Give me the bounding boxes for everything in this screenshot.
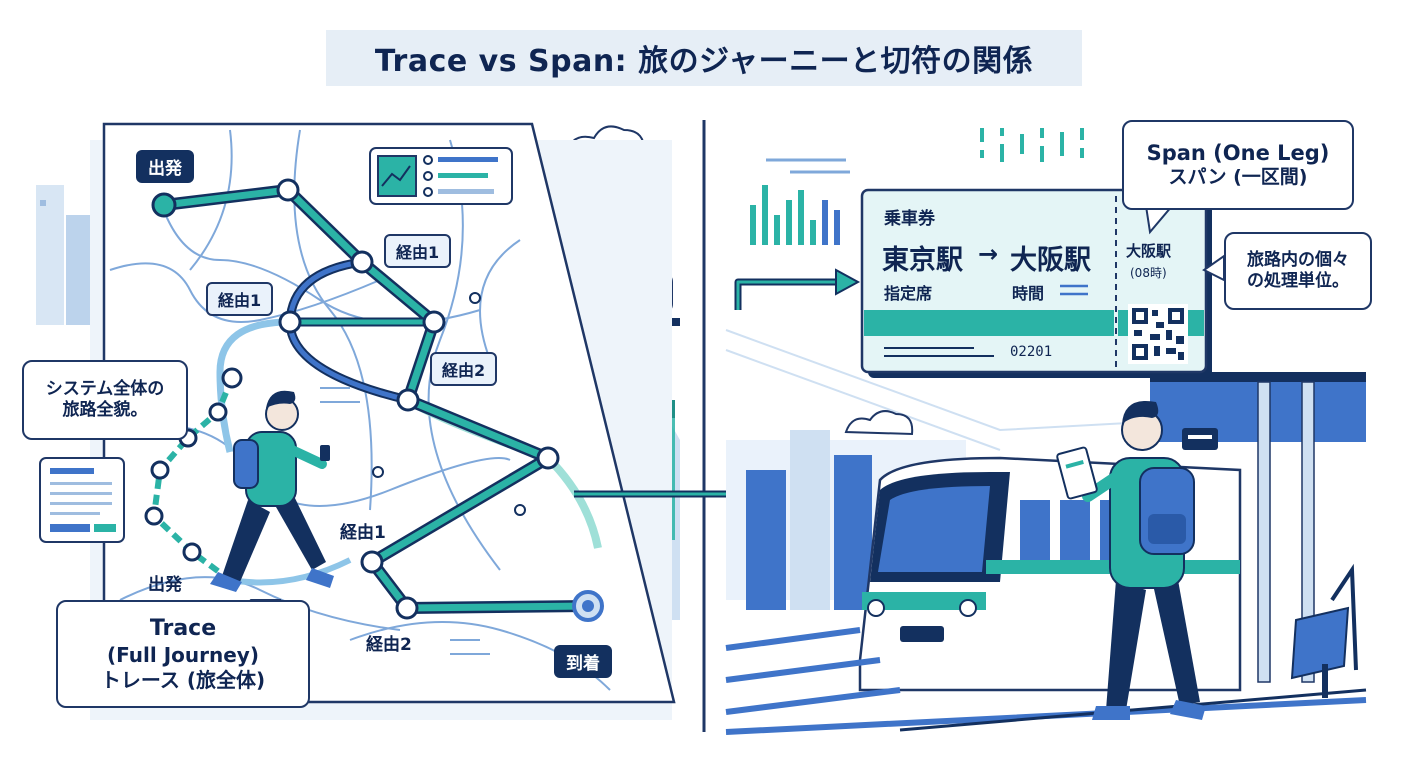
ticket-arrow: → xyxy=(978,240,998,268)
overview-note: システム全体の 旅路全貌。 xyxy=(22,360,188,440)
waypoint-label: 経由1 xyxy=(384,234,451,268)
waypoint-label: 経由2 xyxy=(366,630,412,655)
span-bubble-title: Span (One Leg) xyxy=(1124,140,1352,166)
unit-note-line2: の処理単位。 xyxy=(1226,271,1370,292)
ticket-number: 02201 xyxy=(1010,344,1052,360)
ticket-stub-time: (08時) xyxy=(1130,264,1167,281)
trace-bubble: Trace (Full Journey) トレース (旅全体) xyxy=(56,600,310,708)
trace-bubble-japanese: トレース (旅全体) xyxy=(58,668,308,693)
arrive-chip: 到着 xyxy=(554,645,612,678)
ticket-stub-station: 大阪駅 xyxy=(1126,240,1171,261)
ticket-seat: 指定席 xyxy=(884,280,932,304)
start-chip: 出発 xyxy=(136,150,194,183)
waypoint-label: 経由2 xyxy=(430,352,497,386)
ticket-type: 乗車券 xyxy=(884,204,935,229)
overview-note-line2: 旅路全貌。 xyxy=(24,400,186,421)
unit-note: 旅路内の個々 の処理単位。 xyxy=(1224,232,1372,310)
log-document-icon xyxy=(40,458,124,542)
unit-note-line1: 旅路内の個々 xyxy=(1226,250,1370,271)
trace-bubble-subtitle: (Full Journey) xyxy=(58,643,308,668)
start-label: 出発 xyxy=(148,570,182,595)
dashboard-card-icon xyxy=(370,148,512,204)
span-bubble-japanese: スパン (一区間) xyxy=(1124,166,1352,190)
waypoint-label: 経由1 xyxy=(206,282,273,316)
span-bubble: Span (One Leg) スパン (一区間) xyxy=(1122,120,1354,210)
overview-note-line1: システム全体の xyxy=(24,379,186,400)
ticket-to-station: 大阪駅 xyxy=(1010,238,1091,277)
waypoint-label: 経由1 xyxy=(340,518,386,543)
trace-bubble-title: Trace xyxy=(58,615,308,643)
ticket-time: 時間 xyxy=(1012,280,1044,304)
ticket-from-station: 東京駅 xyxy=(882,238,963,277)
